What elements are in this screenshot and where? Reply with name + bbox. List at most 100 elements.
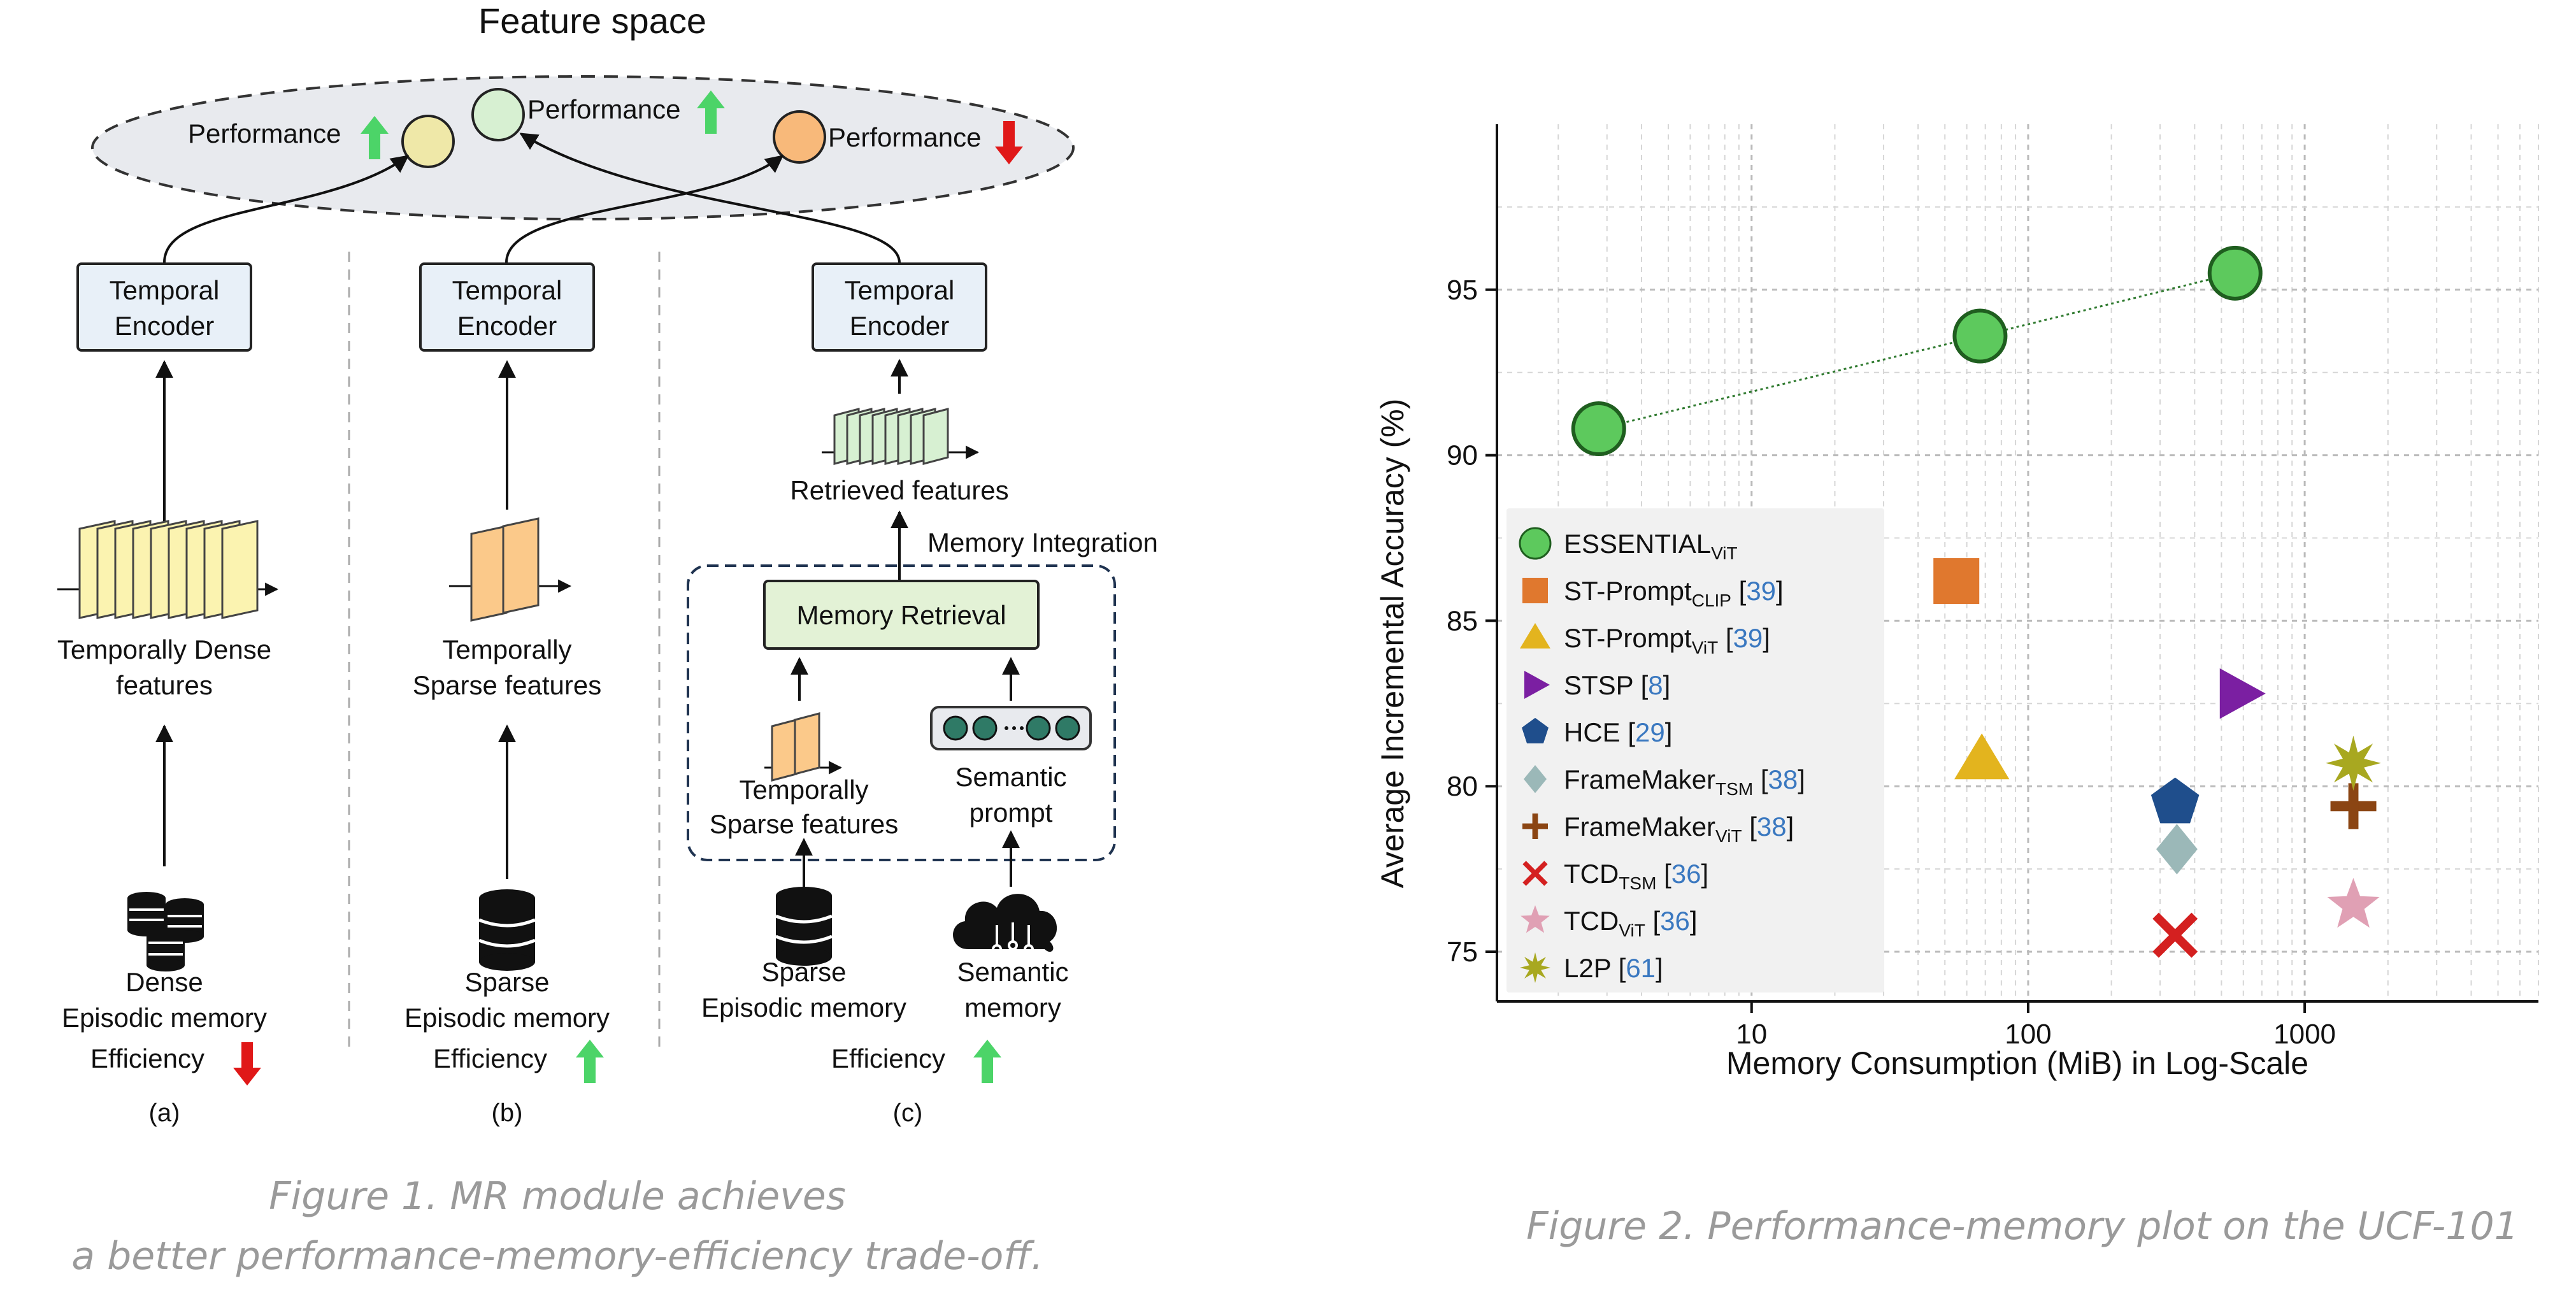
- legend-entry: TCDViT [36]: [1564, 906, 1698, 940]
- data-point: [1952, 308, 2008, 364]
- features-label: Temporally Dense: [57, 634, 271, 664]
- sparse-features-stack-icon: [764, 712, 843, 782]
- data-point: [1571, 401, 1626, 457]
- figure-1-caption: a better performance-memory-efficiency t…: [71, 1234, 1043, 1279]
- memory-label: Episodic memory: [62, 1003, 267, 1033]
- encoder-label: Encoder: [115, 311, 214, 341]
- data-point: [1933, 558, 1980, 605]
- efficiency-label: Efficiency: [433, 1043, 547, 1073]
- features-label: features: [116, 670, 213, 700]
- panel-b: Temporal Encoder Temporally Sparse featu…: [404, 262, 610, 1127]
- temporal-encoder-box: [419, 262, 595, 352]
- feature-space-title: Feature space: [478, 1, 706, 41]
- sparse-database-icon: [478, 889, 536, 971]
- encoder-label: Encoder: [457, 311, 557, 341]
- sparse-database-icon: [775, 887, 833, 966]
- temporal-encoder-box: [812, 262, 987, 352]
- cloud-icon: [953, 894, 1057, 954]
- memory-label: Semantic: [957, 957, 1068, 987]
- data-point: [2156, 824, 2198, 875]
- legend-marker: [1522, 861, 1548, 886]
- data-point: [2152, 912, 2198, 958]
- features-label: Sparse features: [413, 670, 602, 700]
- data-point: [2327, 878, 2380, 928]
- legend-marker: [1520, 623, 1550, 649]
- memory-retrieval-label: Memory Retrieval: [796, 600, 1006, 630]
- y-axis-label: Average Incremental Accuracy (%): [1375, 399, 1410, 889]
- data-point: [2326, 735, 2381, 791]
- encoder-label: Temporal: [845, 275, 955, 305]
- arrow-down-icon: [233, 1042, 261, 1086]
- feature-circle-a: [401, 115, 455, 168]
- panel-letter: (c): [893, 1099, 923, 1127]
- dense-database-icon: [127, 892, 204, 971]
- legend-entry: ST-PromptViT [39]: [1564, 623, 1770, 657]
- sparse-features-label: Sparse features: [710, 809, 899, 839]
- x-tick-label: 1000: [2273, 1019, 2336, 1050]
- figure-1: Feature space Performance Performance Pe…: [57, 1, 1158, 1279]
- memory-integration-box: [687, 564, 1116, 861]
- sparse-features-stack-icon: [449, 517, 572, 622]
- memory-label: Dense: [125, 967, 203, 997]
- feature-circle-b: [773, 110, 826, 164]
- features-label: Temporally: [442, 634, 571, 664]
- data-point: [2207, 245, 2263, 301]
- feature-circle-c: [471, 88, 525, 141]
- memory-label: Episodic memory: [701, 993, 906, 1022]
- y-tick-label: 80: [1447, 771, 1478, 802]
- legend-entry: ESSENTIALViT: [1564, 529, 1738, 563]
- data-point: [2330, 783, 2377, 829]
- encoder-label: Temporal: [452, 275, 562, 305]
- arrow-up-icon: [697, 90, 725, 134]
- legend-entry: HCE [29]: [1564, 717, 1672, 747]
- data-point: [1954, 733, 2010, 780]
- y-tick-label: 75: [1447, 936, 1478, 968]
- chart-legend: ESSENTIALViT ST-PromptCLIP [39] ST-PromptV…: [1519, 527, 1805, 983]
- panel-letter: (a): [149, 1099, 180, 1127]
- legend-marker: [1522, 813, 1548, 839]
- temporal-encoder-box: [76, 262, 252, 352]
- legend-marker: [1522, 578, 1548, 603]
- legend-marker: [1521, 905, 1550, 933]
- memory-label: memory: [964, 993, 1061, 1022]
- arrow-c-to-feature: [519, 133, 901, 263]
- memory-label: Sparse: [761, 957, 846, 987]
- legend-marker: [1524, 765, 1547, 793]
- x-tick-label: 100: [2005, 1019, 2051, 1050]
- legend-entry: ST-PromptCLIP [39]: [1564, 576, 1784, 610]
- legend-entry: TCDTSM [36]: [1564, 859, 1708, 893]
- panel-c: Temporal Encoder Retrieved features Memo…: [687, 262, 1158, 1127]
- chart-points: [1571, 245, 2381, 958]
- legend-entry: STSP [8]: [1564, 670, 1670, 700]
- performance-label-a: Performance: [188, 118, 341, 148]
- legend-marker: [1522, 718, 1549, 743]
- memory-label: Sparse: [464, 967, 549, 997]
- efficiency-label: Efficiency: [90, 1043, 204, 1073]
- legend-box: [1506, 508, 1884, 993]
- efficiency-label: Efficiency: [831, 1043, 945, 1073]
- arrow-down-icon: [995, 121, 1023, 164]
- feature-space-ellipse: [91, 75, 1075, 220]
- legend-entry: L2P [61]: [1564, 953, 1663, 983]
- semantic-prompt-icon: [930, 706, 1092, 750]
- performance-label-c: Performance: [527, 94, 680, 124]
- arrow-b-to-feature: [505, 155, 784, 263]
- encoder-label: Temporal: [110, 275, 220, 305]
- memory-label: Episodic memory: [404, 1003, 610, 1033]
- y-tick-label: 95: [1447, 275, 1478, 306]
- retrieved-features-label: Retrieved features: [790, 475, 1008, 505]
- memory-integration-label: Memory Integration: [927, 527, 1158, 557]
- arrow-a-to-feature: [163, 155, 410, 263]
- x-axis-label: Memory Consumption (MiB) in Log-Scale: [1726, 1045, 2308, 1081]
- memory-retrieval-box: [763, 580, 1040, 650]
- semantic-prompt-label: prompt: [970, 798, 1053, 828]
- figure-1-caption: Figure 1. MR module achieves: [269, 1174, 846, 1219]
- data-point: [2151, 777, 2200, 824]
- data-point: [2219, 668, 2266, 719]
- performance-label-b: Performance: [828, 122, 981, 152]
- semantic-prompt-label: Semantic: [955, 762, 1066, 792]
- dense-features-stack-icon: [57, 520, 279, 619]
- figure-2-caption: Figure 2. Performance-memory plot on the…: [1526, 1204, 2519, 1249]
